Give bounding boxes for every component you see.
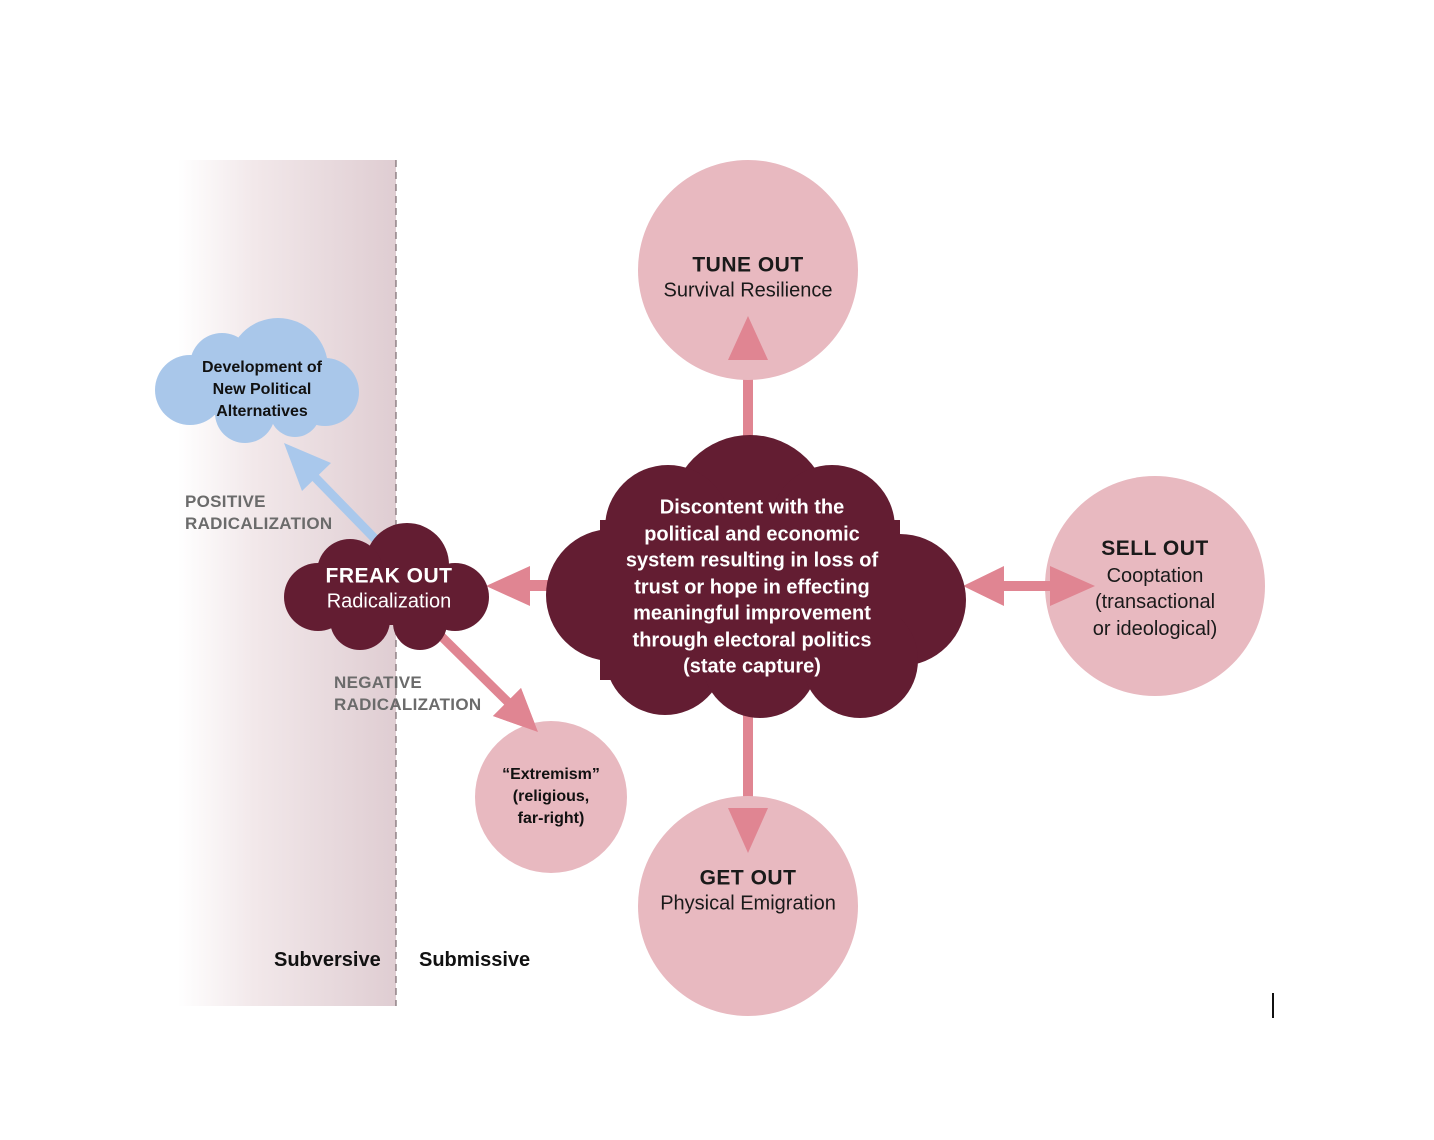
center-line-4: trust or hope in effecting (634, 575, 870, 598)
sell-out-arrow-shaft (1044, 581, 1056, 591)
sell-out-circle (1045, 476, 1265, 696)
center-line-2: political and economic (644, 522, 860, 545)
positive-radicalization-line-1: POSITIVE (185, 492, 266, 511)
tune-out-subtitle: Survival Resilience (663, 279, 833, 302)
center-line-3: system resulting in loss of (625, 549, 879, 572)
sell-out-label: SELL OUT Cooptation (transactional or id… (1093, 536, 1218, 642)
new-alternatives-line-1: Development of (201, 359, 323, 376)
get-out-circle (638, 796, 858, 1016)
freak-out-label: FREAK OUT Radicalization (326, 565, 453, 614)
negative-radicalization-line-1: NEGATIVE (334, 673, 423, 692)
tune-out-arrowhead (728, 316, 768, 360)
new-alternatives-line-3: Alternatives (216, 403, 308, 420)
freak-out-title: FREAK OUT (325, 564, 453, 588)
arrow-to-freak-out (486, 566, 562, 606)
sell-out-line-2: (transactional (1094, 591, 1216, 613)
get-out-subtitle: Physical Emigration (660, 892, 836, 915)
get-out-arrowhead (728, 808, 768, 853)
sell-out-title: SELL OUT (1101, 537, 1209, 560)
extremism-circle (475, 721, 627, 873)
center-line-7: (state capture) (683, 655, 821, 678)
freak-out-subtitle: Radicalization (326, 590, 452, 613)
center-line-6: through electoral politics (632, 628, 872, 651)
get-out-label: GET OUT Physical Emigration (660, 867, 836, 916)
negative-radicalization-label: NEGATIVE RADICALIZATION (334, 672, 481, 716)
center-line-5: meaningful improvement (633, 602, 871, 625)
tune-out-label: TUNE OUT Survival Resilience (664, 254, 833, 303)
sell-out-line-1: Cooptation (1106, 564, 1204, 587)
tune-out-title: TUNE OUT (692, 253, 804, 277)
get-out-title: GET OUT (699, 866, 797, 890)
central-cloud-text: Discontent with the political and econom… (626, 494, 878, 680)
extremism-line-1: “Extremism” (502, 766, 600, 783)
new-alternatives-cloud (155, 318, 359, 443)
subversive-label: Subversive (274, 949, 381, 971)
new-alternatives-text: Development of New Political Alternative… (202, 357, 322, 423)
positive-radicalization-line-2: RADICALIZATION (185, 514, 333, 533)
extremism-line-3: far-right) (517, 810, 585, 827)
freak-out-cloud (284, 523, 489, 650)
sell-out-arrowhead (1050, 566, 1095, 606)
extremism-line-2: (religious, (512, 788, 590, 805)
positive-radicalization-label: POSITIVE RADICALIZATION (185, 491, 332, 535)
center-line-1: Discontent with the (659, 496, 845, 519)
extremism-arrowhead (493, 688, 538, 732)
submissive-label: Submissive (419, 949, 531, 971)
tune-out-circle (638, 160, 858, 380)
new-alternatives-line-2: New Political (212, 381, 312, 398)
negative-radicalization-line-2: RADICALIZATION (334, 695, 482, 714)
arrow-positive-radicalization (284, 443, 384, 548)
extremism-text: “Extremism” (religious, far-right) (502, 764, 600, 830)
central-cloud (546, 435, 966, 718)
sell-out-line-3: or ideological) (1092, 617, 1218, 640)
